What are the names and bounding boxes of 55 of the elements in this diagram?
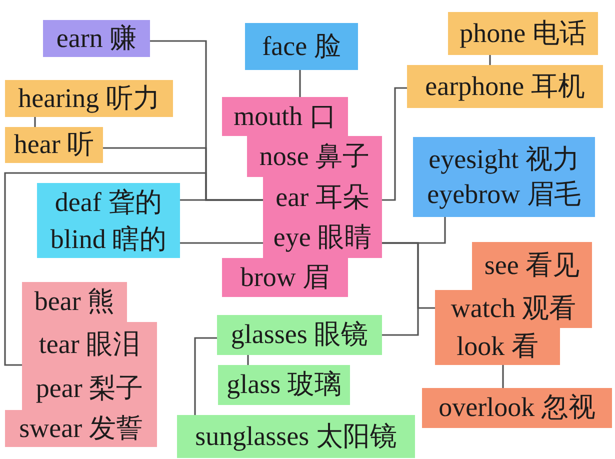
word-label: bear 熊 [34, 285, 115, 318]
word-card [472, 242, 592, 290]
word-card [43, 20, 150, 57]
connector-line [34, 117, 36, 127]
word-card [245, 23, 358, 70]
word-card [222, 258, 348, 297]
word-label: watch 观看 [450, 292, 576, 326]
word-card [448, 12, 598, 55]
word-label: eyesight 视力 [428, 142, 580, 176]
connector-line [4, 172, 263, 366]
word-card [22, 282, 127, 322]
word-card [5, 127, 103, 163]
connector-line [382, 87, 407, 201]
word-label: earphone 耳机 [425, 70, 585, 103]
word-card [435, 328, 560, 365]
word-label: earn 赚 [56, 22, 137, 55]
word-card [217, 315, 382, 355]
word-card [413, 137, 595, 217]
word-label: glass 玻璃 [226, 368, 342, 402]
word-label: nose 鼻子 [259, 140, 370, 173]
word-label: face 脸 [262, 30, 341, 63]
word-card [222, 97, 348, 136]
word-card [177, 415, 415, 458]
word-label: brow 眉 [240, 260, 330, 294]
word-card [218, 365, 350, 405]
word-label: glasses 眼镜 [230, 318, 368, 352]
word-label: eyebrow 眉毛 [427, 178, 581, 211]
word-card [37, 222, 180, 258]
word-label: hearing 听力 [18, 82, 160, 115]
word-label: see 看见 [484, 249, 580, 282]
word-label: tear 眼泪 [38, 328, 140, 362]
word-label: mouth 口 [234, 100, 336, 133]
word-label: phone 电话 [460, 16, 586, 50]
connector-line [489, 55, 491, 65]
word-label: pear 梨子 [36, 372, 144, 406]
connector-line [194, 337, 217, 415]
word-label: swear 发誓 [19, 412, 143, 445]
word-label: overlook 忽视 [438, 391, 596, 424]
word-card [5, 410, 157, 447]
word-label: sunglasses 太阳镜 [195, 420, 397, 453]
word-label: look 看 [456, 330, 538, 363]
word-label: hear 听 [14, 128, 94, 162]
connector-line [180, 242, 263, 244]
connector-line [299, 70, 301, 97]
word-card [407, 65, 603, 108]
word-label: blind 瞎的 [50, 223, 167, 256]
word-label: ear 耳朵 [276, 180, 370, 214]
connector-line [502, 365, 504, 388]
connector-line [382, 242, 419, 336]
word-label: eye 眼睛 [273, 221, 372, 254]
word-card [5, 80, 173, 117]
connector-line [247, 355, 249, 365]
word-card [37, 183, 180, 222]
word-label: deaf 聋的 [54, 186, 162, 219]
word-card [422, 388, 612, 428]
